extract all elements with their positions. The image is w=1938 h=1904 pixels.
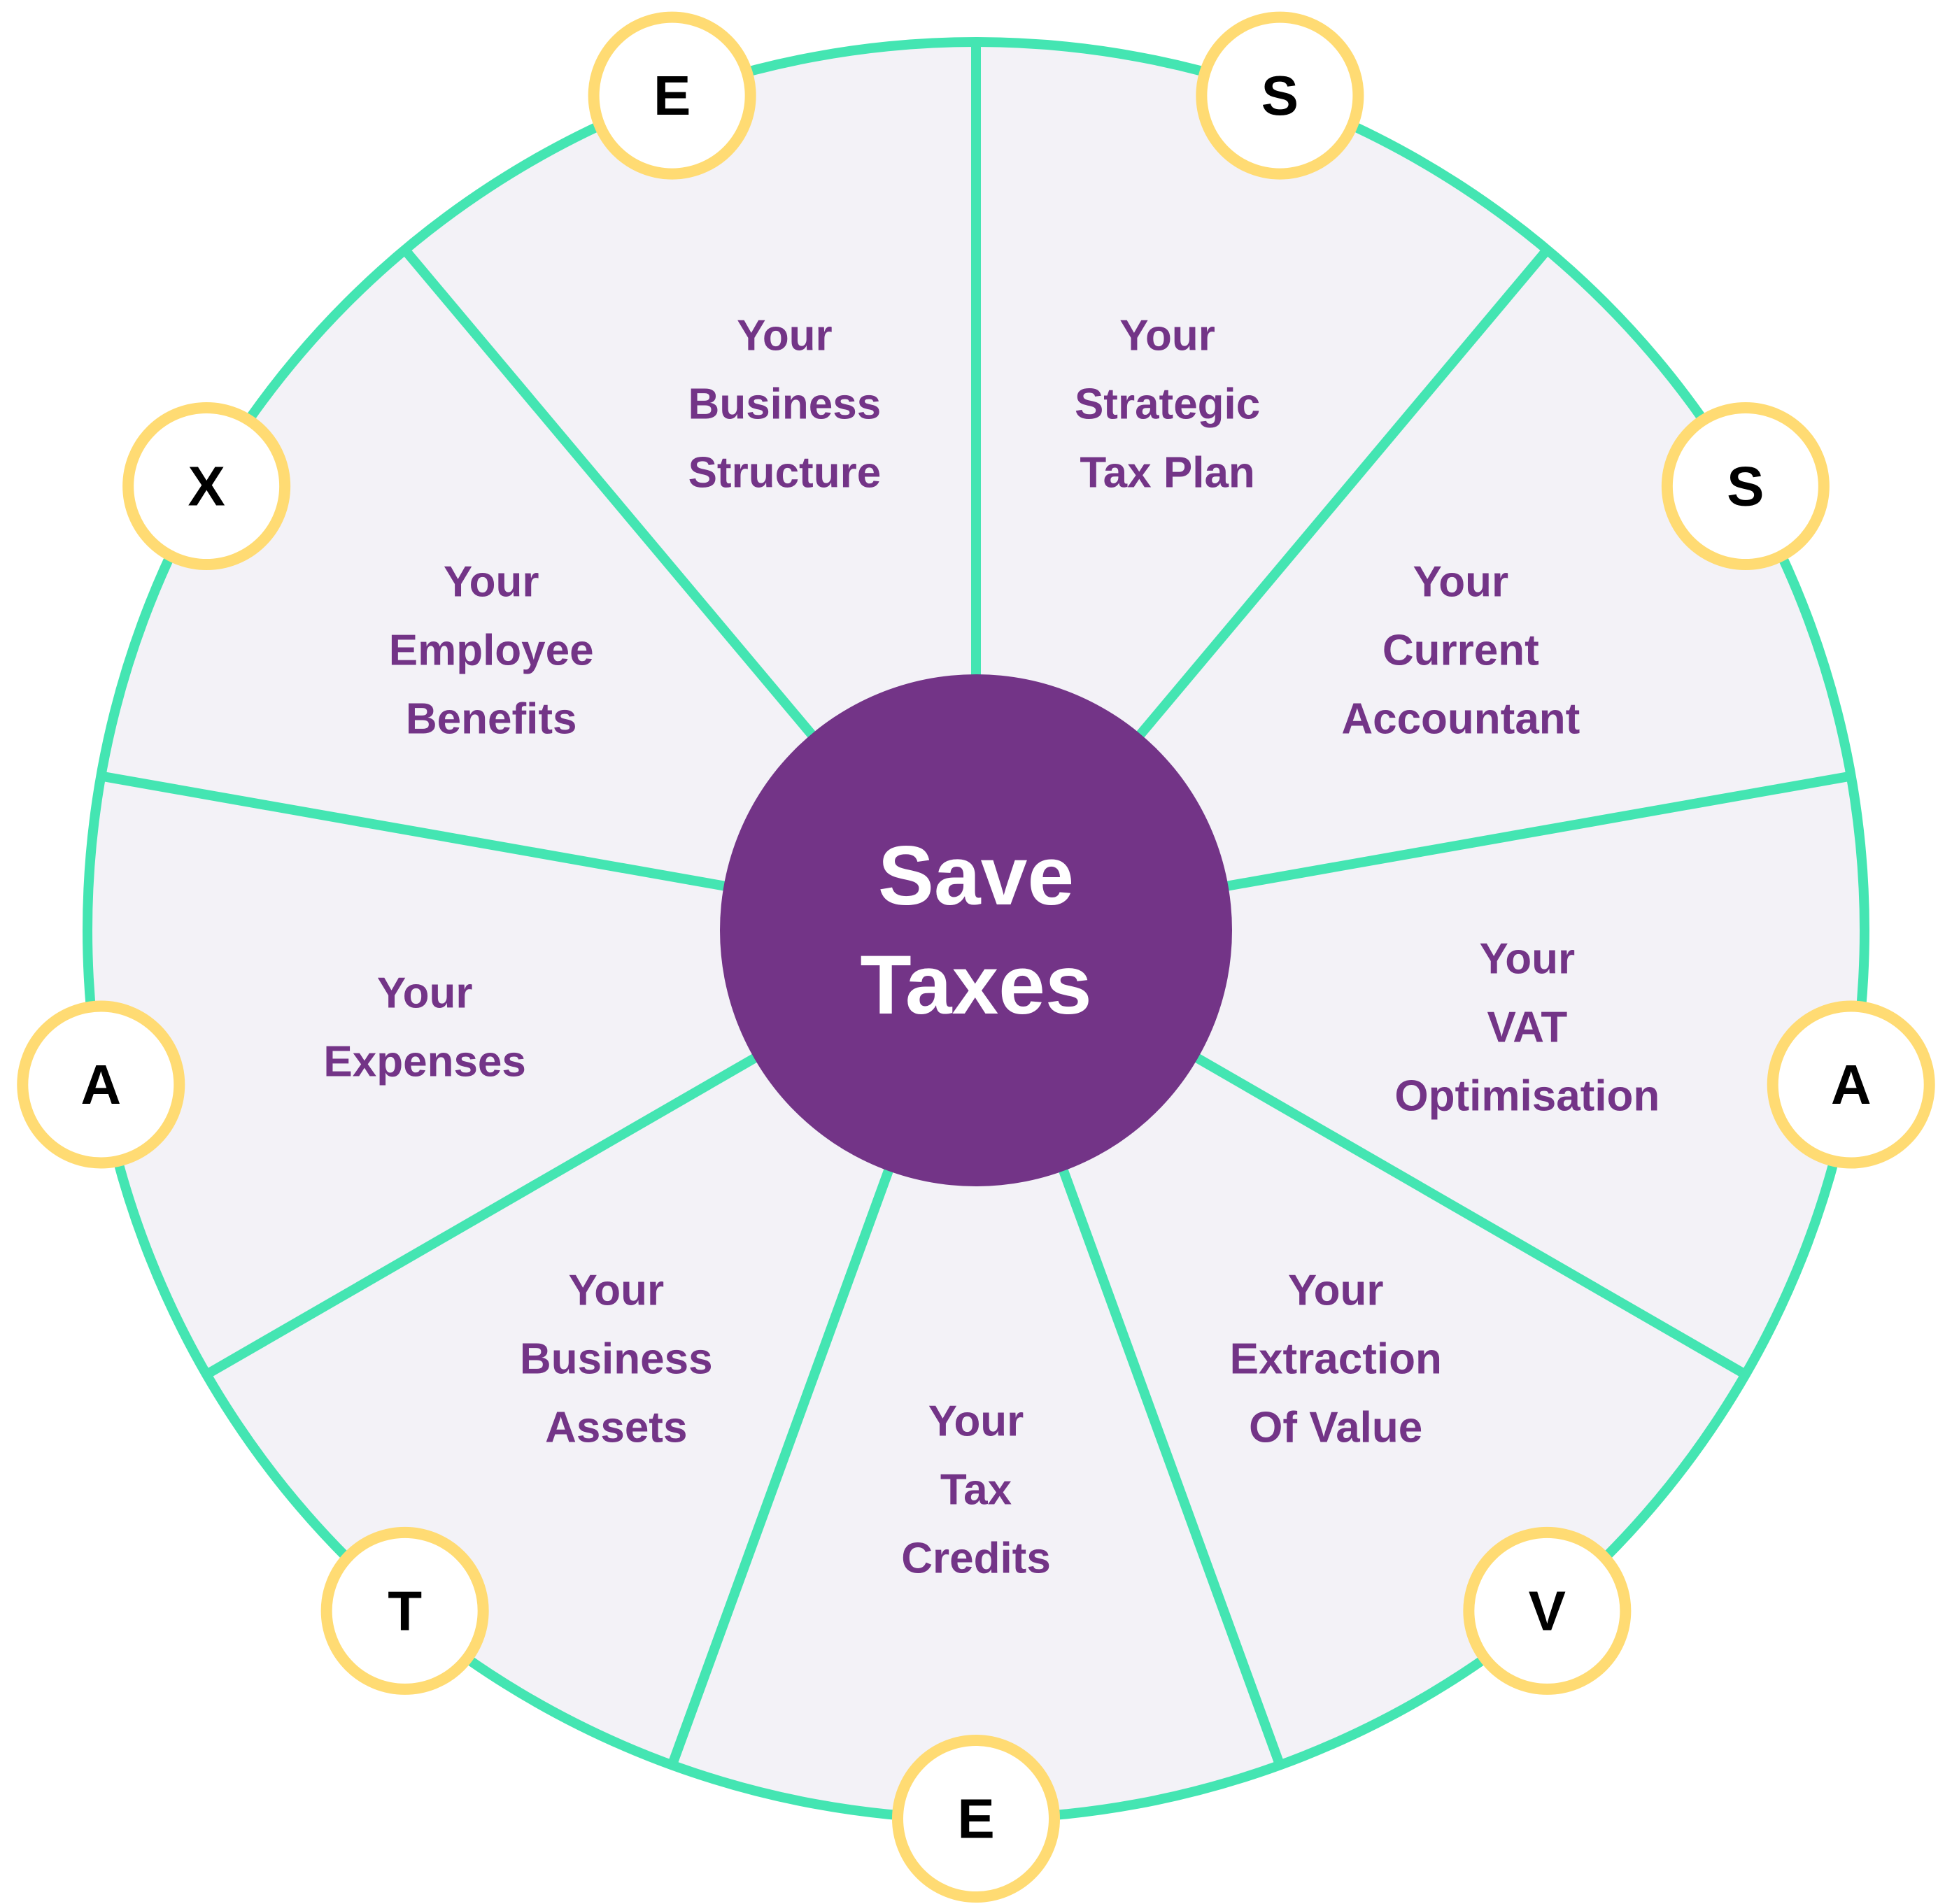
letter-badge-letter: S <box>1261 64 1299 127</box>
wheel-spokes <box>100 42 1852 1767</box>
letter-badge-circle <box>892 1735 1060 1903</box>
letter-badge-circle <box>1463 1526 1632 1695</box>
letter-badge-circle <box>320 1526 489 1695</box>
segment-label-line: Your <box>377 969 473 1017</box>
segment-label-line: Your <box>1119 312 1215 360</box>
letter-badge: X <box>122 402 291 570</box>
letter-badge: S <box>1661 402 1830 570</box>
letter-badge-circle <box>122 402 291 570</box>
letter-badge: V <box>1463 1526 1632 1695</box>
segment-label-line: Business <box>520 1335 713 1383</box>
letter-badge-letter: T <box>388 1579 422 1642</box>
letter-badge-circle <box>1661 402 1830 570</box>
segment-label-line: Your <box>1480 935 1576 983</box>
segment-label-line: Extraction <box>1230 1335 1442 1383</box>
hub-circle <box>720 674 1232 1186</box>
segment-label-line: Tax Plan <box>1080 449 1254 497</box>
letter-badge-circle <box>588 11 756 180</box>
wheel-spoke <box>401 246 820 743</box>
letter-badge: A <box>17 1000 185 1169</box>
segment-label-line: Your <box>737 312 833 360</box>
wheel-spoke <box>1056 1163 1285 1767</box>
wheel-spoke <box>1132 246 1551 743</box>
hub-title-line1: Save <box>878 829 1074 923</box>
segment-label-line: VAT <box>1487 1003 1567 1051</box>
letter-badge: T <box>320 1526 489 1695</box>
segment-label-line: Credits <box>901 1535 1051 1583</box>
wheel-spoke <box>204 1050 763 1379</box>
segment-label-line: Business <box>688 381 882 429</box>
letter-badge: E <box>588 11 756 180</box>
segment-label-line: Structure <box>688 449 882 497</box>
segment-label-line: Employee <box>389 627 594 675</box>
segment-label-line: Benefits <box>406 695 577 744</box>
letter-badge: E <box>892 1735 1060 1903</box>
letter-badges: S S A V E T A X E <box>17 11 1935 1903</box>
letter-badge: A <box>1767 1000 1935 1169</box>
segment-label-line: Assets <box>545 1403 687 1451</box>
segment-label-line: Optimisation <box>1394 1072 1660 1120</box>
segment-label-line: Strategic <box>1075 381 1260 429</box>
letter-badge-letter: E <box>957 1788 994 1850</box>
letter-badge-letter: E <box>653 64 691 127</box>
letter-badge-circle <box>1196 11 1364 180</box>
letter-badge-circle <box>17 1000 185 1169</box>
letter-badge: S <box>1196 11 1364 180</box>
letter-badge-letter: X <box>188 455 225 518</box>
letter-badge-letter: A <box>80 1053 121 1116</box>
letter-badge-circle <box>1767 1000 1935 1169</box>
wheel-spoke <box>100 771 732 893</box>
letter-badge-letter: V <box>1529 1579 1566 1642</box>
letter-badge-letter: A <box>1831 1053 1872 1116</box>
segment-label-line: Your <box>444 558 539 606</box>
segment-label-line: Your <box>568 1266 664 1314</box>
segment-label-line: Expenses <box>323 1037 526 1086</box>
wheel-spoke <box>1220 771 1852 893</box>
segment-label-line: Your <box>1413 558 1509 606</box>
segment-label-line: Tax <box>940 1466 1012 1514</box>
segment-label-line: Your <box>1288 1266 1384 1314</box>
segment-label-line: Accountant <box>1341 695 1580 744</box>
wheel-spoke <box>667 1163 896 1767</box>
letter-badge-letter: S <box>1727 455 1764 518</box>
hub-title-line2: Taxes <box>860 938 1091 1032</box>
segment-label-line: Of Value <box>1249 1403 1422 1451</box>
segment-label-line: Your <box>928 1398 1024 1446</box>
hub: Save Taxes <box>720 674 1232 1186</box>
wheel-spoke <box>1189 1050 1748 1379</box>
segment-label-line: Current <box>1382 627 1539 675</box>
